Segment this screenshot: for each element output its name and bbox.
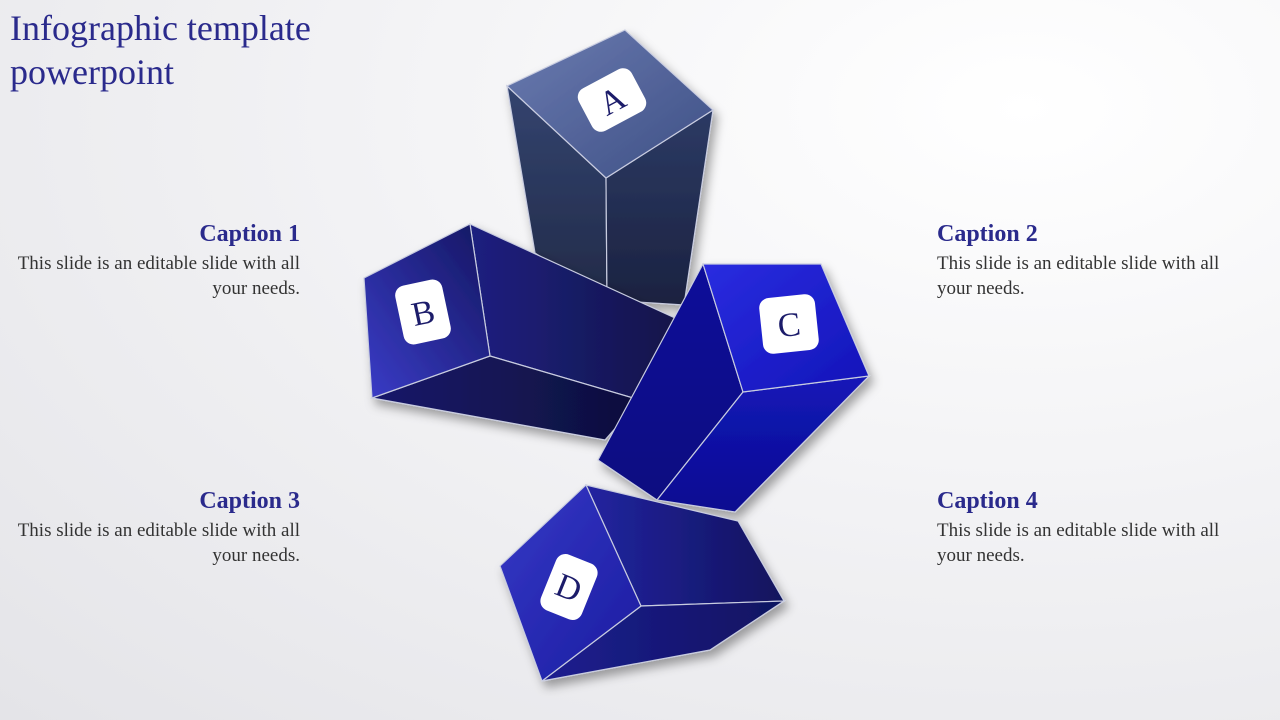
box-c: C	[597, 262, 871, 513]
caption-2-title: Caption 2	[937, 221, 1038, 247]
caption-1-title: Caption 1	[199, 221, 300, 247]
caption-1: Caption 1 This slide is an editable slid…	[0, 219, 300, 301]
box-d: D	[499, 483, 787, 682]
caption-4-text: This slide is an editable slide with all…	[937, 520, 1220, 566]
caption-1-text: This slide is an editable slide with all…	[17, 253, 300, 299]
box-a-badge: A	[577, 68, 647, 132]
caption-3-title: Caption 3	[199, 488, 300, 514]
caption-3: Caption 3 This slide is an editable slid…	[0, 486, 300, 568]
box-c-label: C	[776, 306, 802, 345]
box-a: A	[505, 29, 714, 306]
box-b-badge: B	[395, 279, 451, 345]
slide-title: Infographic template powerpoint	[10, 8, 311, 92]
box-c-badge: C	[759, 294, 819, 354]
caption-4-title: Caption 4	[937, 488, 1038, 514]
caption-3-text: This slide is an editable slide with all…	[17, 520, 300, 566]
box-b: B	[363, 222, 676, 441]
caption-2-text: This slide is an editable slide with all…	[937, 253, 1220, 299]
caption-2: Caption 2 This slide is an editable slid…	[937, 219, 1237, 301]
caption-4: Caption 4 This slide is an editable slid…	[937, 486, 1237, 568]
box-d-badge: D	[540, 553, 598, 621]
